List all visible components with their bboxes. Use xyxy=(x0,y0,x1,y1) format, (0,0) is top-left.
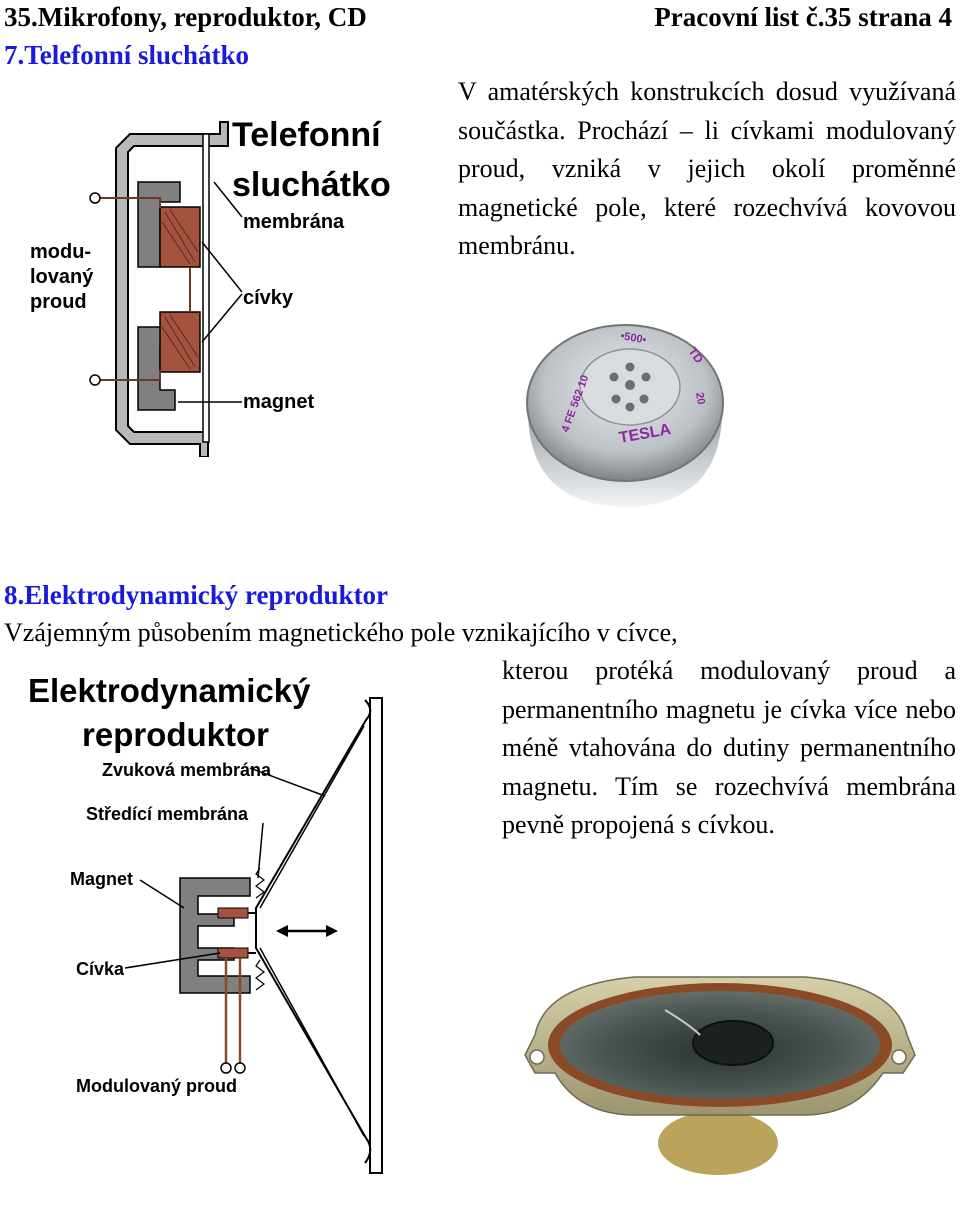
speaker-frame xyxy=(369,697,383,1174)
speaker-terminal-right xyxy=(234,1062,246,1074)
label-membrana: membrána xyxy=(243,211,345,233)
speaker-diagram: Elektrodynamický reproduktor Zvuková mem… xyxy=(28,672,383,1174)
speaker-motion-arrow-icon xyxy=(276,925,338,937)
speaker-title-1: Elektrodynamický xyxy=(28,672,311,709)
label-civka: Cívka xyxy=(76,959,125,979)
earpiece-wire-top xyxy=(99,197,161,208)
label-magnet: Magnet xyxy=(70,869,133,889)
label-stredici-membrana: Středící membrána xyxy=(86,804,249,824)
label-zvukova-membrana: Zvuková membrána xyxy=(102,760,272,780)
worksheet-page-label: Pracovní list č.35 strana 4 xyxy=(654,2,952,32)
section-8-text-first: Vzájemným působením magnetického pole vz… xyxy=(4,618,678,647)
earpiece-photo-20: 20 xyxy=(693,391,707,405)
label-magnet: magnet xyxy=(243,391,314,413)
earpiece-diagram: Telefonní sluchátko membrána cívky magne… xyxy=(30,116,391,457)
section-8-text-rest: kterou protéká modulovaný proud a perman… xyxy=(502,656,956,840)
section-7-title: 7.Telefonní sluchátko xyxy=(4,40,250,70)
earpiece-coil-upper xyxy=(159,206,201,268)
speaker-cone-outer xyxy=(255,699,372,1164)
speaker-title-2: reproduktor xyxy=(82,716,269,753)
speaker-coil-upper xyxy=(217,907,249,919)
earpiece-membrane-shape xyxy=(202,133,210,443)
earpiece-title-1: Telefonní xyxy=(232,116,382,154)
speaker-photo xyxy=(524,976,916,1175)
earpiece-coil-lower xyxy=(159,311,201,373)
speaker-photo-magnet xyxy=(658,1111,778,1175)
earpiece-title-2: sluchátko xyxy=(232,166,391,204)
earpiece-housing xyxy=(115,121,229,457)
earpiece-terminal-bottom xyxy=(89,374,101,386)
label-proud-2: lovaný xyxy=(30,266,94,288)
label-proud-1: modu- xyxy=(30,241,91,263)
label-civky: cívky xyxy=(243,287,294,309)
speaker-spider-lower xyxy=(255,959,265,991)
speaker-terminal-left xyxy=(220,1062,232,1074)
speaker-photo-dustcap xyxy=(692,1020,774,1066)
section-8-title: 8.Elektrodynamický reproduktor xyxy=(4,580,389,610)
speaker-photo-lead xyxy=(664,1009,701,1036)
section-7-text: V amatérských konstrukcích dosud využíva… xyxy=(458,77,956,261)
label-proud-3: proud xyxy=(30,291,87,313)
worksheet-topic: 35.Mikrofony, reproduktor, CD xyxy=(4,2,367,32)
earpiece-wire-bottom xyxy=(99,370,161,381)
earpiece-photo: TESLA 4 FE 562 10 •500• TD 20 xyxy=(526,324,724,507)
label-modulovany-proud: Modulovaný proud xyxy=(76,1076,237,1096)
speaker-spider-upper xyxy=(255,867,265,899)
speaker-magnet-shape xyxy=(179,877,251,994)
speaker-coil-lower xyxy=(217,947,249,959)
earpiece-photo-ohm: •500• xyxy=(619,330,647,346)
earpiece-photo-holes xyxy=(609,362,651,412)
earpiece-terminal-top xyxy=(89,192,101,204)
